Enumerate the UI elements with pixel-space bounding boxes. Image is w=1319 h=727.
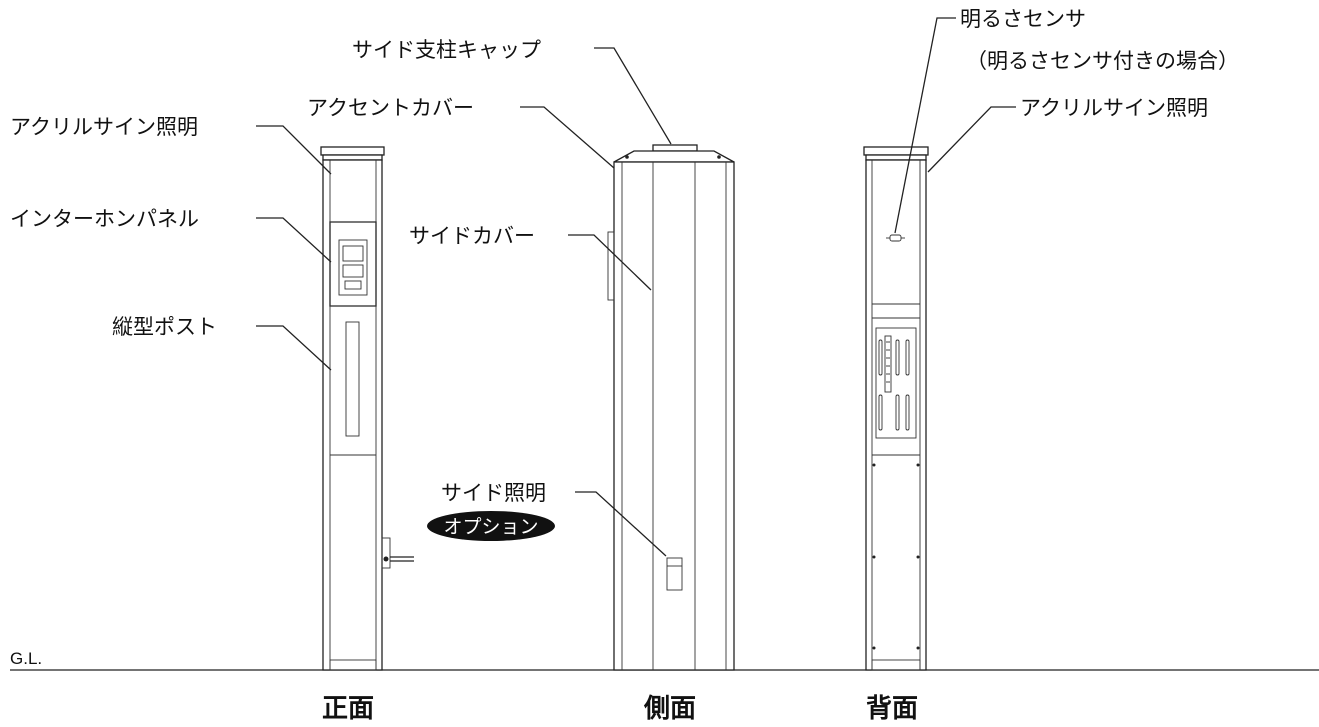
back-view-title: 背面 xyxy=(866,694,918,724)
back-acrylic-sign-light-label: アクリルサイン照明 xyxy=(1020,96,1208,120)
ground-level-label: G.L. xyxy=(10,649,42,668)
brightness-sensor-label: 明るさセンサ xyxy=(960,7,1086,31)
option-badge: オプション xyxy=(427,511,555,541)
front-intercom-panel-label: インターホンパネル xyxy=(10,207,199,231)
accent-cover-label: アクセントカバー xyxy=(307,96,474,120)
front-view-drawing xyxy=(320,146,414,671)
front-acrylic-sign-light-label: アクリルサイン照明 xyxy=(10,115,198,139)
back-view-drawing xyxy=(863,146,929,671)
side-view-title: 側面 xyxy=(643,694,696,724)
side-post-cap-label: サイド支柱キャップ xyxy=(352,38,541,62)
brightness-sensor-note: （明るさセンサ付きの場合） xyxy=(966,49,1239,73)
front-view-title: 正面 xyxy=(322,694,374,724)
front-vertical-post-label: 縦型ポスト xyxy=(112,315,217,339)
side-light-label: サイド照明 xyxy=(441,481,546,505)
svg-text:オプション: オプション xyxy=(443,516,538,538)
side-view-drawing xyxy=(607,144,735,671)
side-cover-label: サイドカバー xyxy=(409,224,535,248)
